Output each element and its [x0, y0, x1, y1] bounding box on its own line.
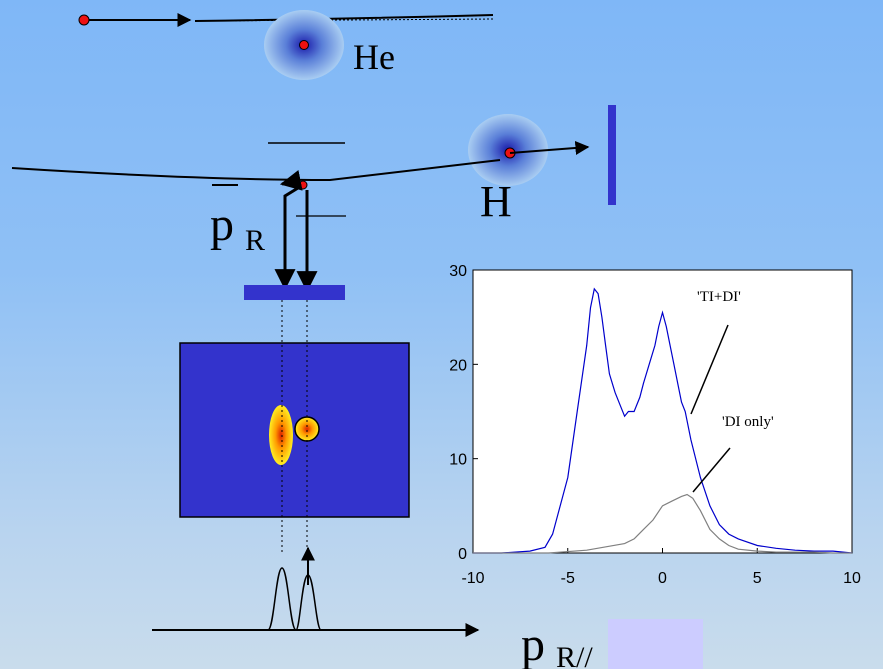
chart: -10 -5 0 5 10 0 10 20 30 'TI+DI' 'DI only' — [449, 263, 861, 587]
svg-text:R: R — [245, 224, 265, 257]
svg-text:p: p — [210, 198, 234, 251]
x-tick-label: 5 — [753, 570, 762, 587]
color-swatch — [608, 619, 703, 669]
x-tick-label: -10 — [461, 570, 484, 587]
he-label: He — [353, 37, 395, 77]
x-tick-label: 0 — [658, 570, 667, 587]
y-tick-label: 10 — [449, 452, 467, 469]
series-ti-di-line — [473, 287, 853, 554]
h-label: H — [480, 177, 512, 226]
annotation-ti-di: 'TI+DI' — [697, 289, 741, 305]
downstream-detector-bar — [608, 105, 616, 205]
annotation-di-only: 'DI only' — [722, 414, 774, 430]
p-par-label: p R// — [521, 618, 593, 669]
recoil-arrows — [274, 170, 318, 293]
series-di-only-line — [473, 493, 852, 554]
svg-text:p: p — [521, 618, 545, 669]
h-trajectory — [11, 159, 501, 182]
he-atom — [264, 10, 344, 80]
annotation-pointer-ti-di — [690, 324, 729, 415]
momentum-peaks — [267, 567, 322, 631]
x-tick-label: 10 — [843, 570, 861, 587]
projectile-electron — [78, 14, 90, 26]
y-tick-label: 0 — [458, 546, 467, 563]
x-tick-label: -5 — [561, 570, 575, 587]
y-tick-label: 30 — [449, 263, 467, 280]
h-recoil-arrow — [509, 140, 590, 155]
he-trajectory — [78, 13, 496, 27]
annotation-pointer-di-only — [692, 447, 731, 493]
mask-bar — [244, 285, 345, 300]
p-perp-label: p R — [210, 198, 265, 257]
y-tick-label: 20 — [449, 357, 467, 374]
detector-spot-ti — [269, 405, 293, 465]
svg-text:R//: R// — [556, 641, 593, 669]
